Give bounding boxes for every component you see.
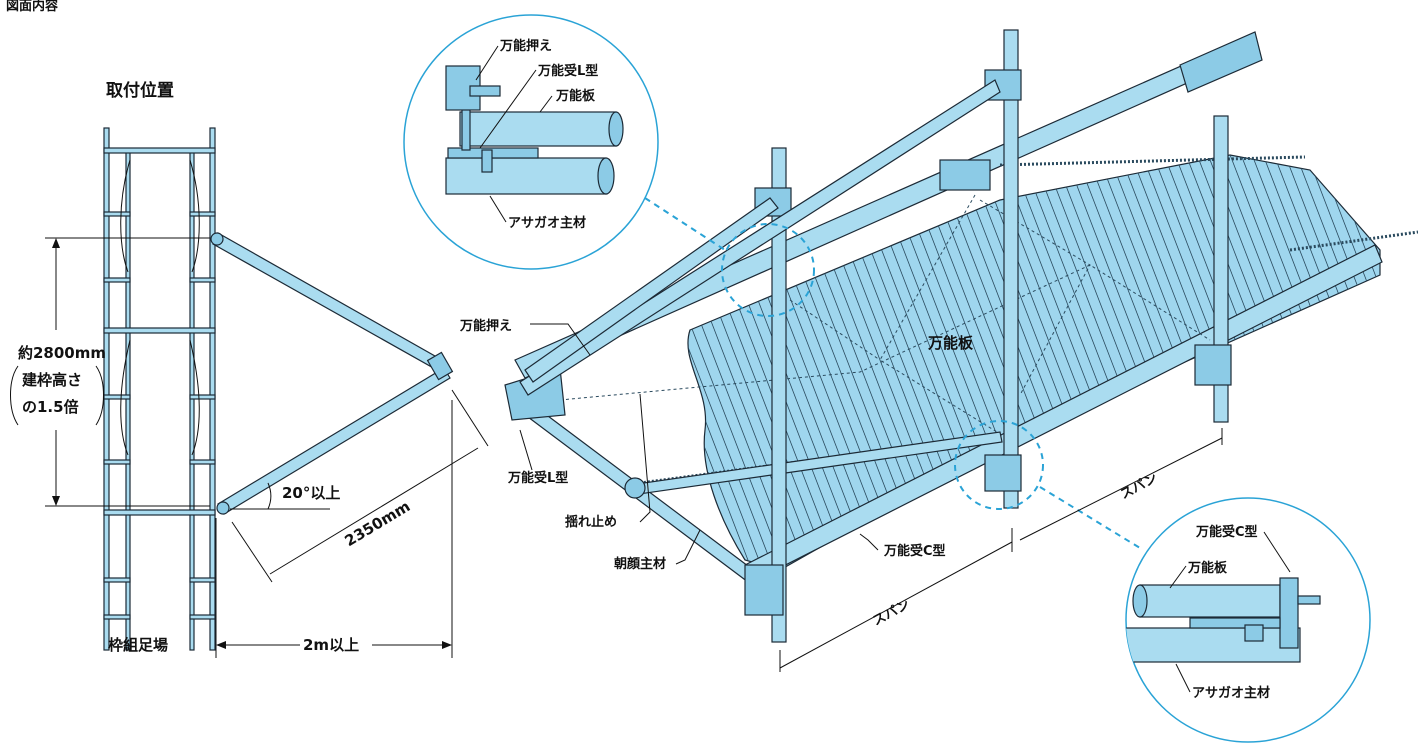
deck-plank-line	[1407, 100, 1418, 620]
detail-bottom-C: 万能受C型	[1195, 524, 1258, 540]
label-C: 万能受C型	[883, 543, 946, 559]
label-ita: 万能板	[927, 334, 974, 352]
detail-top-L: 万能受L型	[537, 63, 598, 79]
deck-plank-line	[1329, 155, 1380, 570]
deck-plank-line	[687, 155, 805, 570]
page-header-title: 図面内容	[6, 0, 58, 14]
deck-plank-line	[687, 155, 772, 570]
angle-label: 20°以上	[282, 484, 340, 502]
label-yure: 揺れ止め	[565, 514, 617, 530]
deck-plank-line	[197, 100, 397, 620]
deck-plank-line	[219, 100, 419, 620]
span-right-label: スパン	[1118, 471, 1160, 503]
label-L: 万能受L型	[507, 470, 568, 486]
detail-top-ita: 万能板	[555, 88, 596, 104]
detail-top-circle: 万能押え 万能受L型 万能板 アサガオ主材	[403, 14, 659, 270]
span-front-label: スパン	[870, 597, 912, 629]
height-note-ratio: の1.5倍	[22, 398, 79, 416]
left-mounting-diagram: 取付位置	[10, 80, 489, 658]
height-dimension-label: 約2800mm	[18, 344, 106, 362]
deck-plank-line	[1385, 100, 1418, 620]
detail-bottom-circle: 万能受C型 万能板 アサガオ主材	[1125, 497, 1371, 743]
scaffold-label: 枠組足場	[108, 636, 168, 654]
distance-label: 2m以上	[303, 636, 359, 654]
label-oshi: 万能押え	[459, 318, 512, 334]
deck-plank-line	[1396, 100, 1418, 620]
deck-plank-line	[687, 155, 827, 570]
deck-plank-line	[1285, 155, 1380, 570]
detail-top-shuzai: アサガオ主材	[508, 215, 586, 231]
detail-top-oshi: 万能押え	[499, 38, 552, 54]
deck-plank-line	[131, 100, 331, 620]
deck-plank-line	[142, 100, 342, 620]
deck-plank-line	[687, 155, 783, 570]
deck-plank-line	[208, 100, 408, 620]
scaffold-frame	[103, 127, 216, 651]
deck-plank-line	[1373, 155, 1380, 570]
deck-plank-line	[1340, 155, 1380, 570]
deck-plank-line	[230, 100, 430, 620]
deck-plank-line	[1362, 155, 1380, 570]
height-note-frame: 建枠高さ	[22, 371, 82, 389]
mounting-position-title: 取付位置	[106, 80, 174, 101]
detail-bottom-ita: 万能板	[1187, 560, 1228, 576]
detail-bottom-shuzai: アサガオ主材	[1192, 685, 1270, 701]
deck-plank-line	[687, 155, 794, 570]
deck-plank-line	[1351, 155, 1380, 570]
label-shuzai: 朝顔主材	[614, 556, 666, 572]
deck-plank-line	[687, 155, 838, 570]
deck-plank-line	[120, 100, 320, 620]
